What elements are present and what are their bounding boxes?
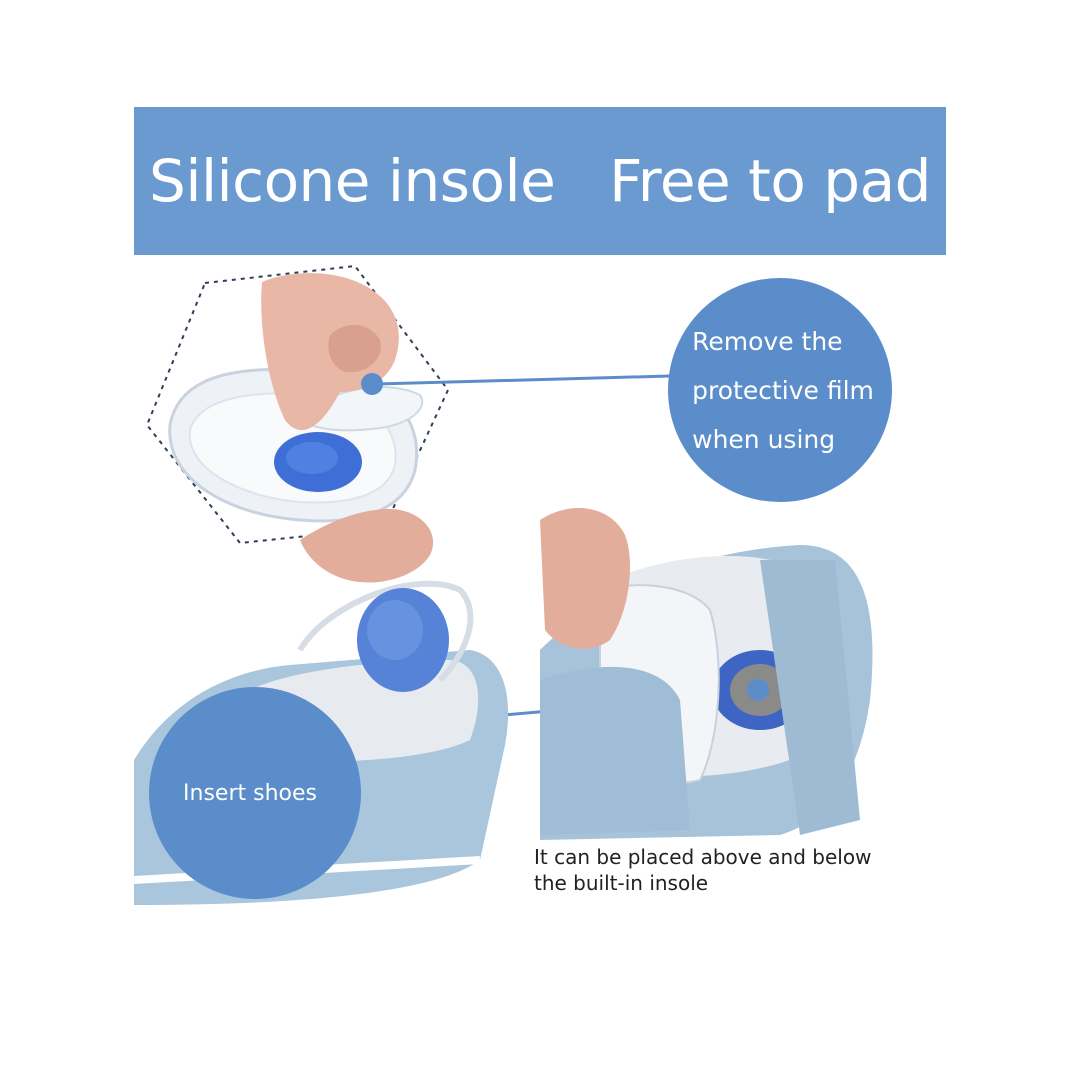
insole-peel-illustration (168, 273, 434, 583)
callout-remove-line-1: Remove the (692, 326, 843, 356)
callout-insert-shoes: Insert shoes (149, 687, 361, 899)
callout-insert-label: Insert shoes (183, 780, 317, 806)
caption-line-2: the built-in insole (534, 871, 709, 895)
banner-title: Silicone insole Free to pad (149, 147, 931, 215)
caption-line-1: It can be placed above and below (534, 845, 872, 869)
pointer-dot-bottom (747, 679, 769, 701)
placement-caption: It can be placed above and below the bui… (534, 844, 954, 896)
pointer-dot-top (361, 373, 383, 395)
shoe-right-illustration (540, 498, 946, 840)
callout-remove-line-3: when using (692, 424, 836, 454)
title-banner: Silicone insole Free to pad (134, 107, 946, 255)
callout-remove-film: Remove the protective film when using (668, 278, 892, 502)
callout-remove-line-2: protective film (692, 375, 874, 405)
